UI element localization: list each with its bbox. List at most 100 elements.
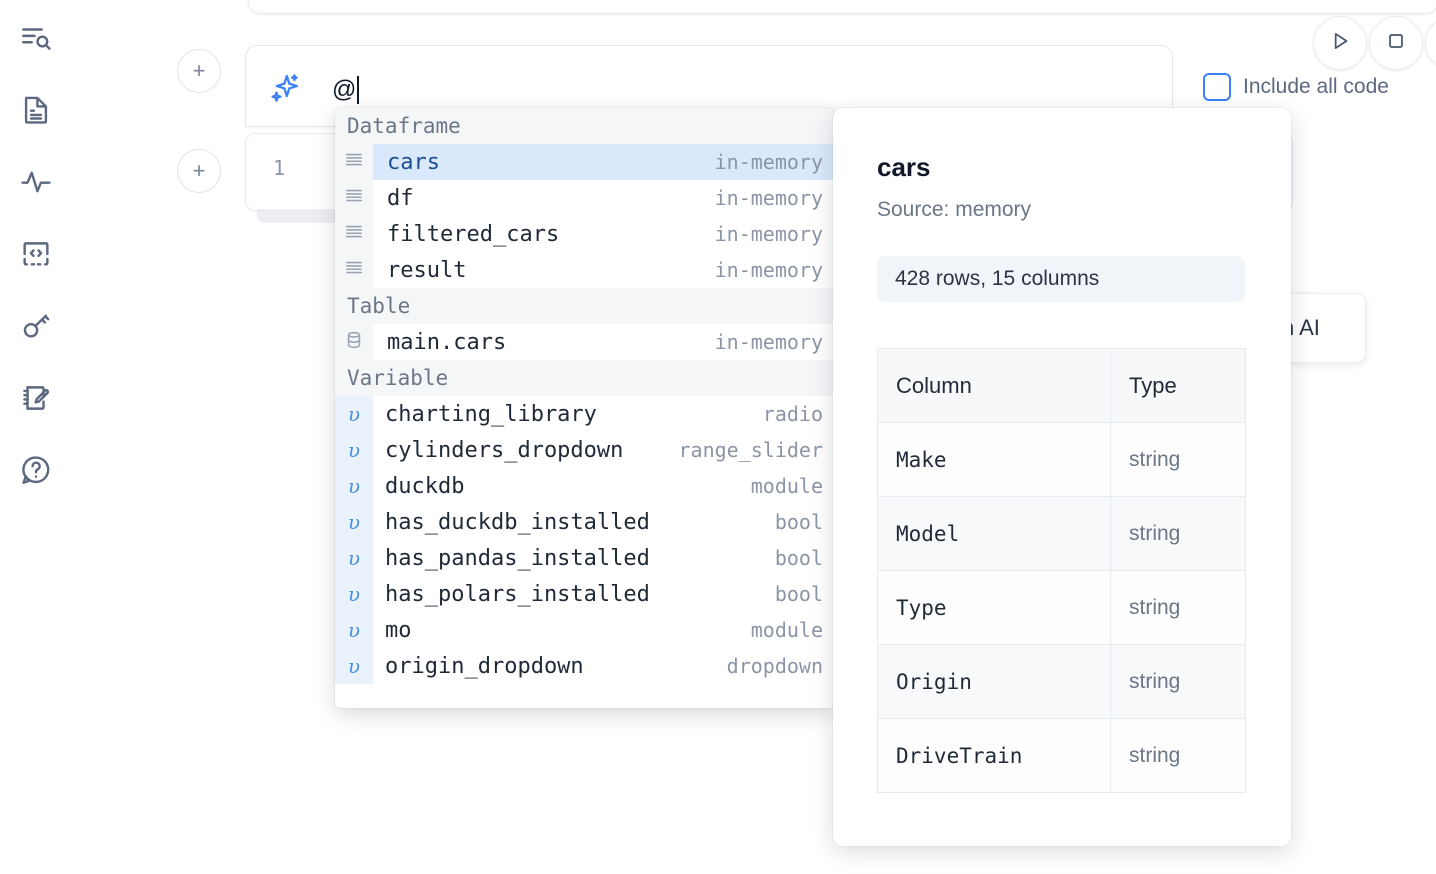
sidebar-item-outline[interactable] [12, 14, 60, 62]
dataframe-icon [344, 222, 364, 246]
plus-icon: + [192, 158, 206, 183]
add-cell-button[interactable]: + [177, 149, 221, 193]
autocomplete-item[interactable]: result in-memory [335, 252, 835, 288]
explore-outline-icon [19, 21, 53, 55]
autocomplete-item-name: main.cars [387, 329, 507, 355]
variable-icon: υ [347, 618, 361, 642]
dataframe-icon [344, 150, 364, 174]
autocomplete-group-label: Table [335, 288, 835, 324]
schema-column-name: Origin [877, 644, 1111, 719]
autocomplete-item-type: range_slider [678, 438, 824, 462]
schema-column-type: string [1110, 718, 1246, 793]
variable-icon: υ [347, 654, 361, 678]
detail-shape-badge: 428 rows, 15 columns [877, 256, 1245, 302]
autocomplete-group-label: Variable [335, 360, 835, 396]
sidebar-item-notebook[interactable] [12, 86, 60, 134]
autocomplete-item-name: has_polars_installed [385, 581, 650, 607]
schema-column-name: Model [877, 496, 1111, 571]
autocomplete-item-icon: υ [335, 468, 373, 504]
activity-icon [19, 165, 53, 199]
autocomplete-item-type: in-memory [714, 150, 823, 174]
sidebar [0, 0, 72, 874]
autocomplete-item[interactable]: υ charting_library radio [335, 396, 835, 432]
autocomplete-item-icon: υ [335, 576, 373, 612]
line-number: 1 [273, 156, 286, 180]
autocomplete-item-name: filtered_cars [387, 221, 560, 247]
dataframe-icon [344, 258, 364, 282]
autocomplete-item-name: result [387, 257, 467, 283]
schema-column-name: Type [877, 570, 1111, 645]
autocomplete-item-type: in-memory [714, 258, 823, 282]
sidebar-item-help[interactable] [12, 446, 60, 494]
autocomplete-item-icon [335, 324, 373, 360]
detail-source: Source: memory [877, 198, 1032, 221]
autocomplete-item-icon: υ [335, 396, 373, 432]
autocomplete-item-icon [335, 252, 373, 288]
add-cell-above-button[interactable]: + [177, 49, 221, 93]
autocomplete-item-type: radio [762, 402, 823, 426]
autocomplete-item-icon [335, 144, 373, 180]
variable-icon: υ [347, 582, 361, 606]
text-cursor [357, 76, 360, 104]
autocomplete-item-type: in-memory [714, 186, 823, 210]
autocomplete-group-label: Dataframe [335, 108, 835, 144]
autocomplete-item-name: cars [387, 149, 440, 175]
run-button[interactable] [1313, 16, 1367, 70]
schema-column-type: string [1110, 644, 1246, 719]
include-all-code-label: Include all code [1243, 75, 1389, 98]
autocomplete-item-icon: υ [335, 612, 373, 648]
plus-icon: + [192, 58, 206, 83]
notebook-container-top-edge [248, 0, 1436, 14]
variable-icon: υ [347, 402, 361, 426]
key-icon [19, 309, 53, 343]
schema-column-header: Column [877, 348, 1111, 423]
autocomplete-item[interactable]: cars in-memory [335, 144, 835, 180]
autocomplete-item-icon [335, 216, 373, 252]
sparkle-icon [268, 72, 302, 106]
sidebar-item-scratchpad[interactable] [12, 374, 60, 422]
code-snippet-icon [19, 237, 53, 271]
autocomplete-item-icon: υ [335, 648, 373, 684]
ai-prompt-text: @ [332, 70, 360, 110]
autocomplete-item-name: charting_library [385, 401, 597, 427]
autocomplete-item-icon [335, 180, 373, 216]
schema-column-name: Make [877, 422, 1111, 497]
autocomplete-item[interactable]: main.cars in-memory [335, 324, 835, 360]
schema-column-name: DriveTrain [877, 718, 1111, 793]
schema-column-type: string [1110, 496, 1246, 571]
schema-column-type: string [1110, 570, 1246, 645]
database-icon [344, 330, 364, 354]
more-actions-button[interactable] [1425, 16, 1436, 70]
sidebar-item-snippets[interactable] [12, 230, 60, 278]
schema-column-type: string [1110, 422, 1246, 497]
sidebar-item-activity[interactable] [12, 158, 60, 206]
include-all-code-toggle[interactable]: Include all code [1203, 73, 1389, 101]
sidebar-item-secrets[interactable] [12, 302, 60, 350]
schema-column-header: Type [1110, 348, 1246, 423]
play-icon [1327, 28, 1353, 59]
autocomplete-item-type: module [750, 618, 823, 642]
stop-button[interactable] [1369, 16, 1423, 70]
autocomplete-item-type: in-memory [714, 330, 823, 354]
variable-icon: υ [347, 546, 361, 570]
document-icon [19, 93, 53, 127]
include-all-code-checkbox[interactable] [1203, 73, 1231, 101]
variable-icon: υ [347, 438, 361, 462]
autocomplete-item-icon: υ [335, 504, 373, 540]
